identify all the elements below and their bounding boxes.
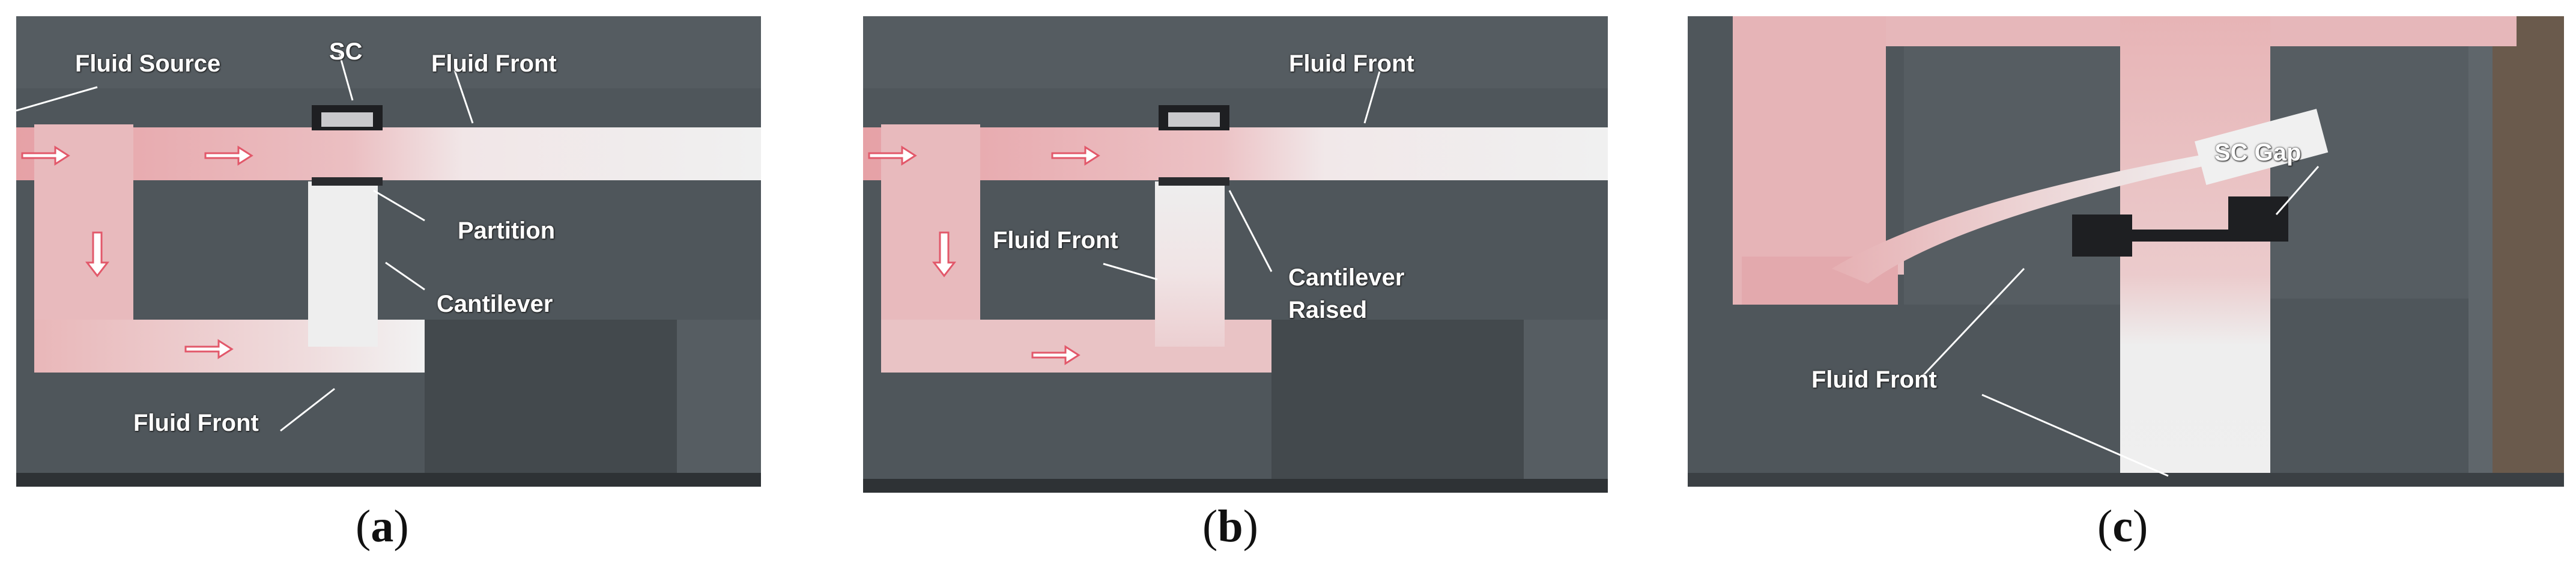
- board-block: [425, 320, 677, 487]
- label-fluid-front-top-b: Fluid Front: [1289, 50, 1414, 77]
- label-fluid-front-bottom: Fluid Front: [133, 410, 259, 436]
- vertical-strip: [2120, 16, 2270, 487]
- label-cantilever-b: Cantilever: [1288, 264, 1405, 291]
- cantilever: [308, 181, 378, 347]
- label-sc: SC: [329, 38, 363, 65]
- partition-bar: [312, 177, 383, 186]
- caption-a: (a): [356, 501, 409, 552]
- flow-arrow: [85, 231, 110, 278]
- flow-arrow: [21, 145, 70, 166]
- label-fluid-front-mid-b: Fluid Front: [993, 227, 1118, 254]
- photo-panel-a: [16, 16, 761, 487]
- label-cantilever: Cantilever: [437, 291, 553, 317]
- flow-arrow: [204, 145, 253, 166]
- label-sc-gap: SC Gap: [2214, 139, 2302, 166]
- caption-b: (b): [1202, 501, 1258, 552]
- raised-cantilever: [1832, 154, 2216, 284]
- label-fluid-source: Fluid Source: [75, 50, 221, 77]
- caption-c: (c): [2097, 501, 2148, 552]
- top-channel: [16, 127, 761, 180]
- photo-panel-b: [863, 16, 1608, 493]
- label-fluid-front-c: Fluid Front: [1811, 367, 1937, 393]
- label-partition: Partition: [458, 218, 556, 244]
- flow-arrow: [184, 339, 234, 359]
- photo-panel-c: [1688, 16, 2564, 487]
- label-raised-b: Raised: [1288, 297, 1368, 323]
- sc-gap-switch: [2072, 196, 2288, 257]
- label-fluid-front-top: Fluid Front: [431, 50, 557, 77]
